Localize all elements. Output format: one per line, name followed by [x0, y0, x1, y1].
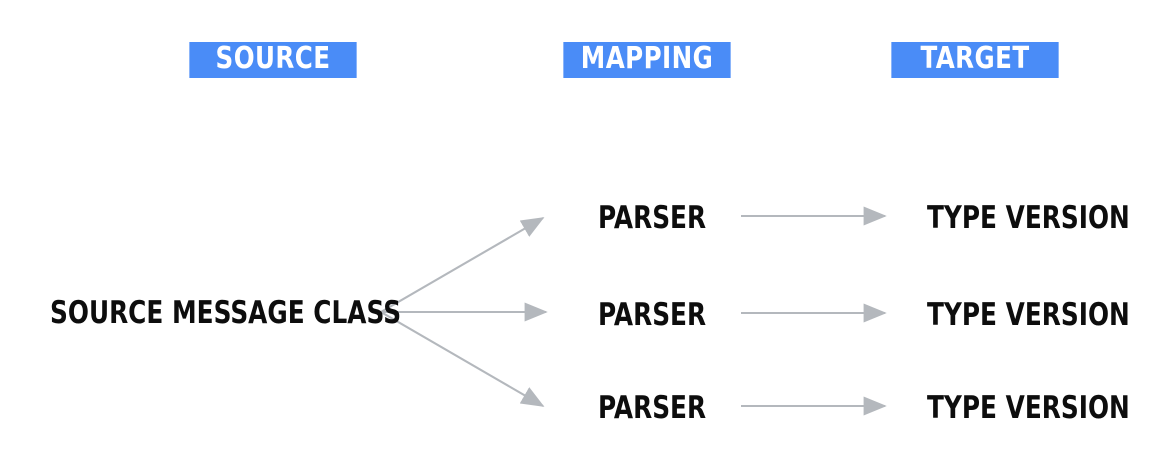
column-header-source: SOURCE	[189, 42, 357, 78]
parser-link-arrow-group	[741, 206, 887, 416]
column-header-target: TARGET	[891, 42, 1059, 78]
column-header-mapping: MAPPING	[563, 42, 731, 78]
type-version-label-3: TYPE VERSION	[927, 390, 1130, 426]
parser-label-1: PARSER	[598, 200, 707, 236]
parser-label-3: PARSER	[598, 390, 707, 426]
source-to-parser-arrow-3	[380, 311, 545, 407]
type-version-label-1: TYPE VERSION	[927, 200, 1130, 236]
type-version-label-2: TYPE VERSION	[927, 297, 1130, 333]
parser-label-2: PARSER	[598, 297, 707, 333]
source-to-parser-arrow-1	[380, 217, 545, 313]
source-fanout-arrow-group	[380, 217, 548, 407]
source-message-class-label: SOURCE MESSAGE CLASS	[50, 295, 402, 331]
